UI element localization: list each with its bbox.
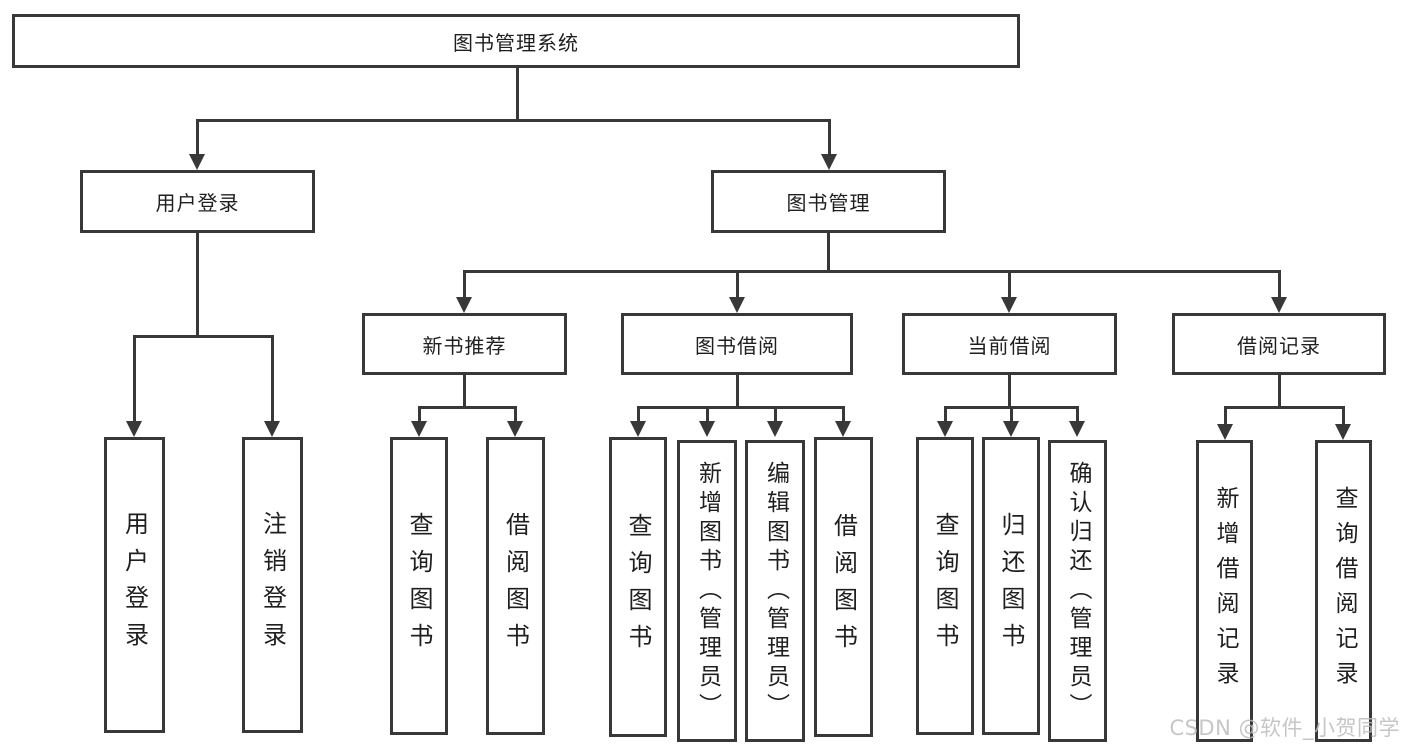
- connector-level2-rail: [196, 119, 830, 122]
- node-book-borrowing: 图书借阅: [621, 313, 853, 375]
- leaf-query-books-recommend: 查询图书: [390, 437, 448, 735]
- connector-trunk: [1008, 375, 1011, 408]
- connector-drop: [736, 270, 739, 299]
- arrow-down-icon: [1069, 421, 1085, 437]
- arrow-down-icon: [937, 421, 953, 437]
- leaf-add-borrow-record: 新增借阅记录: [1196, 440, 1253, 742]
- arrow-down-icon: [699, 421, 715, 437]
- arrow-down-icon: [264, 421, 280, 437]
- arrow-down-icon: [1001, 297, 1017, 313]
- arrow-down-icon: [1271, 297, 1287, 313]
- connector-drop: [1008, 270, 1011, 299]
- connector-drop: [1224, 406, 1227, 426]
- node-book-management: 图书管理: [711, 170, 946, 233]
- connector-drop: [133, 335, 136, 424]
- connector-drop: [774, 406, 777, 424]
- leaf-query-books-borrowing: 查询图书: [609, 437, 667, 737]
- connector-drop: [842, 406, 845, 424]
- leaf-borrow-books-recommend: 借阅图书: [486, 437, 545, 735]
- connector-user-login-rail: [133, 335, 274, 338]
- arrow-down-icon: [507, 421, 523, 437]
- connector-drop: [463, 270, 466, 299]
- leaf-borrow-books: 借阅图书: [814, 437, 873, 737]
- connector-drop: [944, 406, 947, 424]
- arrow-down-icon: [411, 421, 427, 437]
- node-borrowing-records: 借阅记录: [1172, 313, 1386, 375]
- arrow-down-icon: [1003, 421, 1019, 437]
- connector-drop: [637, 406, 640, 424]
- connector-drop: [1010, 406, 1013, 424]
- connector-drop: [271, 335, 274, 424]
- leaf-edit-books-admin: 编辑图书（管理员）: [745, 440, 805, 742]
- leaf-add-books-admin: 新增图书（管理员）: [677, 440, 737, 742]
- arrow-down-icon: [729, 297, 745, 313]
- arrow-down-icon: [456, 297, 472, 313]
- connector-trunk: [736, 375, 739, 408]
- node-library-management-system: 图书管理系统: [12, 14, 1020, 68]
- connector-trunk: [1278, 375, 1281, 408]
- node-user-login: 用户登录: [80, 170, 315, 233]
- leaf-query-books-current: 查询图书: [916, 437, 974, 735]
- arrow-down-icon: [1335, 424, 1351, 440]
- connector-drop: [828, 119, 831, 157]
- connector-book-mgmt-trunk: [827, 233, 830, 272]
- connector-trunk: [463, 375, 466, 408]
- connector-drop: [706, 406, 709, 424]
- arrow-down-icon: [189, 154, 205, 170]
- csdn-watermark: CSDN @软件_小贺同学: [1169, 716, 1400, 740]
- arrow-down-icon: [126, 421, 142, 437]
- connector-drop: [1342, 406, 1345, 426]
- connector-drop: [514, 406, 517, 424]
- arrow-down-icon: [835, 421, 851, 437]
- node-new-book-recommendation: 新书推荐: [362, 313, 567, 375]
- arrow-down-icon: [630, 421, 646, 437]
- leaf-return-books: 归还图书: [982, 437, 1040, 735]
- connector-drop: [196, 119, 199, 157]
- connector-drop: [1278, 270, 1281, 299]
- arrow-down-icon: [821, 154, 837, 170]
- leaf-user-login: 用户登录: [104, 437, 165, 733]
- connector-drop: [418, 406, 421, 424]
- connector-root-trunk: [516, 68, 519, 121]
- leaf-query-borrow-record: 查询借阅记录: [1315, 440, 1372, 742]
- node-current-borrowing: 当前借阅: [902, 313, 1117, 375]
- arrow-down-icon: [1217, 424, 1233, 440]
- connector-rail: [418, 406, 517, 409]
- leaf-logout: 注销登录: [242, 437, 303, 733]
- connector-user-login-trunk: [196, 233, 199, 337]
- arrow-down-icon: [767, 421, 783, 437]
- connector-rail: [637, 406, 845, 409]
- connector-drop: [1076, 406, 1079, 424]
- connector-level3-rail: [463, 270, 1281, 273]
- leaf-confirm-return-admin: 确认归还（管理员）: [1048, 440, 1107, 742]
- connector-rail: [1224, 406, 1344, 409]
